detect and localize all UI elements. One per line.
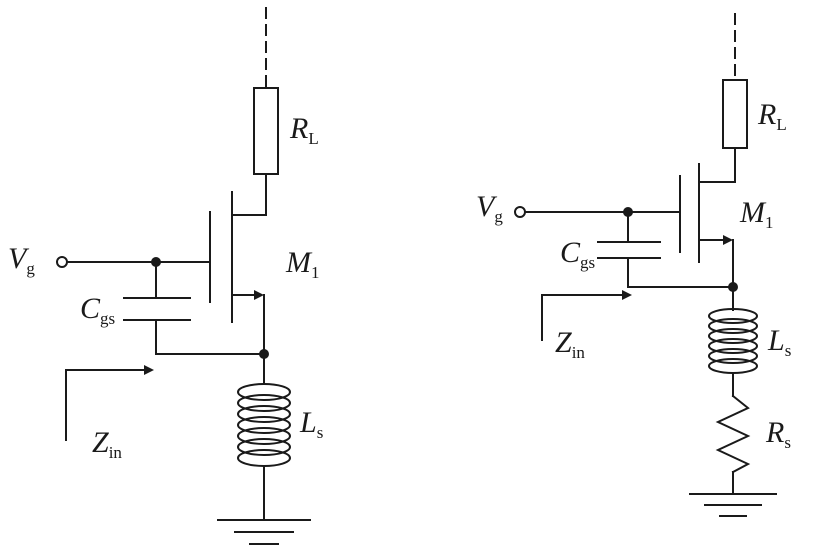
right-label-rl: RL: [757, 98, 787, 134]
left-label-rl: RL: [289, 112, 319, 148]
left-label-m1: M1: [285, 246, 320, 282]
left-ls-inductor: [237, 383, 291, 467]
right-label-cgs: Cgs: [560, 236, 595, 272]
right-circuit: RL Vg M1 Cgs Zin Ls Rs: [476, 13, 791, 517]
left-ground-icon: [217, 519, 311, 545]
right-rs-resistor: [715, 394, 751, 474]
left-label-cgs: Cgs: [80, 292, 115, 328]
right-label-zin: Zin: [555, 326, 585, 362]
right-label-vg: Vg: [476, 190, 503, 226]
right-label-m1: M1: [739, 196, 774, 232]
left-vg-terminal: [56, 256, 68, 268]
left-label-ls: Ls: [299, 406, 323, 442]
left-label-zin: Zin: [92, 426, 122, 462]
left-label-vg: Vg: [8, 242, 35, 278]
right-label-ls: Ls: [767, 324, 791, 360]
right-ground-icon: [689, 493, 777, 517]
right-vg-terminal: [514, 206, 526, 218]
left-circuit: RL Vg M1 Cgs Zin Ls: [8, 7, 323, 545]
left-rl-resistor: [253, 87, 279, 175]
right-rl-resistor: [722, 79, 748, 149]
right-ls-inductor: [708, 308, 758, 374]
right-label-rs: Rs: [765, 416, 791, 452]
